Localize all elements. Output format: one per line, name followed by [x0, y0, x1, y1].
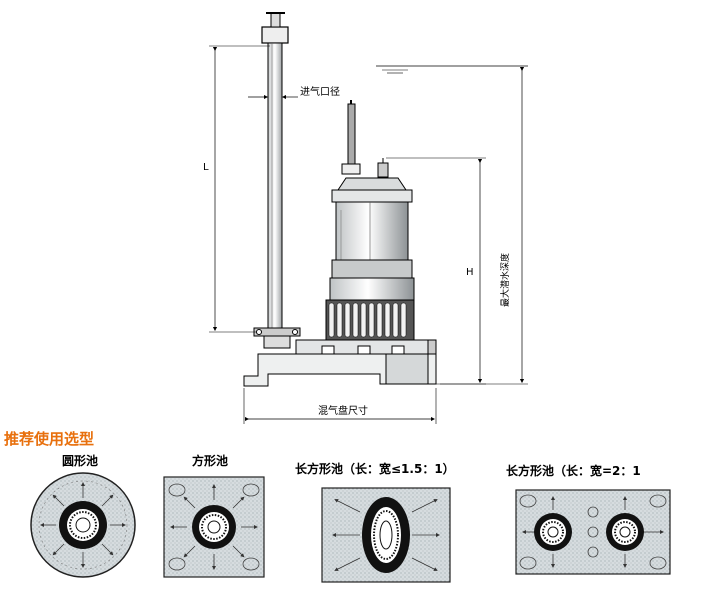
rect-tank-2-1-title: 长方形池（长：宽=2：1 [506, 464, 641, 478]
inlet-diameter-label: 进气口径 [300, 85, 340, 98]
dimension-l-label: L [203, 162, 209, 173]
square-tank-title: 方形池 [192, 454, 229, 468]
round-tank-panel [30, 472, 136, 578]
rect-tank-2-1-panel [515, 489, 671, 575]
max-depth-label: 最大潜水深度 [499, 253, 511, 307]
elevation-view: L 进气口径 H 最大潜水深度 混气盘尺寸 [203, 12, 528, 424]
round-tank-title: 圆形池 [62, 454, 99, 468]
rect-tank-1-5-panel [321, 487, 451, 583]
rect-tank-1-5-title: 长方形池（长：宽≤1.5：1） [295, 462, 455, 476]
disk-size-label: 混气盘尺寸 [318, 404, 368, 417]
dimension-h-label: H [466, 267, 474, 278]
section-title: 推荐使用选型 [4, 430, 95, 448]
square-tank-panel [163, 476, 265, 578]
